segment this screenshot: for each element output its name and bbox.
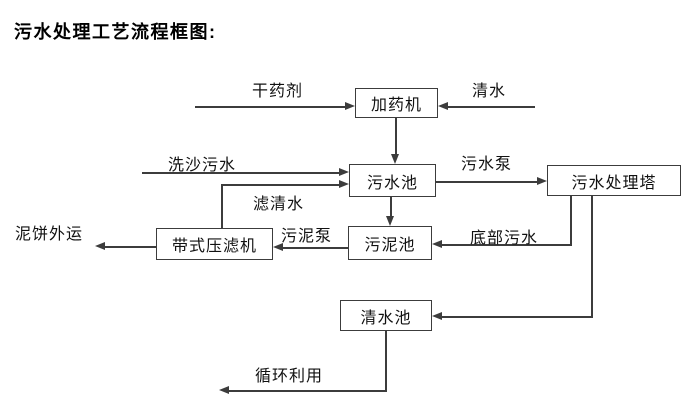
node-dosing-machine-label: 加药机 — [370, 97, 422, 114]
arrow-right-icon — [339, 180, 349, 188]
edge-label-mud-cake: 泥饼外运 — [15, 226, 84, 243]
edge-label-bottom-sewage: 底部污水 — [470, 230, 539, 247]
edge-bottom-sewage-line — [441, 244, 572, 246]
edge-recycling-line — [229, 390, 387, 392]
edge-tower-to-clean-line — [441, 316, 593, 318]
edge-mud-cake-line — [104, 246, 156, 248]
edge-filtered-water-line — [221, 184, 340, 186]
edge-filtered-water-vline — [221, 185, 223, 228]
edge-bottom-sewage-vline — [570, 196, 572, 245]
arrow-left-icon — [95, 242, 105, 250]
arrow-right-icon — [345, 102, 355, 110]
edge-label-sewage-pump: 污水泵 — [461, 156, 513, 173]
edge-label-sludge-pump: 污泥泵 — [281, 228, 333, 245]
arrow-right-icon — [339, 168, 349, 176]
node-belt-filter-press: 带式压滤机 — [156, 228, 273, 260]
edge-recycling-vline — [385, 331, 387, 391]
edge-sludge-pump-line — [282, 247, 348, 249]
edge-label-filtered-water: 滤清水 — [253, 196, 305, 213]
node-treatment-tower-label: 污水处理塔 — [571, 174, 657, 192]
arrow-left-icon — [432, 312, 442, 320]
arrow-right-icon — [537, 177, 547, 185]
edge-dosing-to-pool-line — [395, 118, 397, 156]
node-belt-filter-press-label: 带式压滤机 — [171, 238, 257, 255]
arrow-left-icon — [432, 240, 442, 248]
arrow-left-icon — [219, 386, 229, 394]
arrow-down-icon — [386, 216, 394, 226]
node-dosing-machine: 加药机 — [355, 88, 438, 118]
edge-clean-water-line — [447, 106, 535, 108]
edge-sand-sewage-line — [142, 172, 340, 174]
node-treatment-tower: 污水处理塔 — [547, 165, 681, 196]
edge-dry-chemical-line — [195, 106, 346, 108]
node-sludge-pool: 污泥池 — [348, 226, 432, 260]
node-sludge-pool-label: 污泥池 — [364, 237, 416, 254]
edge-label-dry-chemical: 干药剂 — [252, 83, 304, 100]
node-sewage-pool: 污水池 — [349, 164, 436, 197]
node-clean-water-pool-label: 清水池 — [360, 309, 412, 327]
node-sewage-pool-label: 污水池 — [366, 174, 418, 192]
arrow-down-icon — [391, 154, 399, 164]
arrow-left-icon — [438, 102, 448, 110]
node-clean-water-pool: 清水池 — [340, 300, 432, 331]
edge-label-clean-water: 清水 — [472, 83, 507, 100]
page-title: 污水处理工艺流程框图: — [14, 22, 217, 42]
edge-sewage-pump-line — [436, 181, 538, 183]
edge-label-recycling: 循环利用 — [255, 368, 324, 385]
edge-pool-to-sludge-line — [390, 197, 392, 218]
arrow-left-icon — [273, 243, 283, 251]
edge-label-sand-sewage: 洗沙污水 — [168, 157, 237, 174]
edge-tower-to-clean-vline — [591, 196, 593, 318]
